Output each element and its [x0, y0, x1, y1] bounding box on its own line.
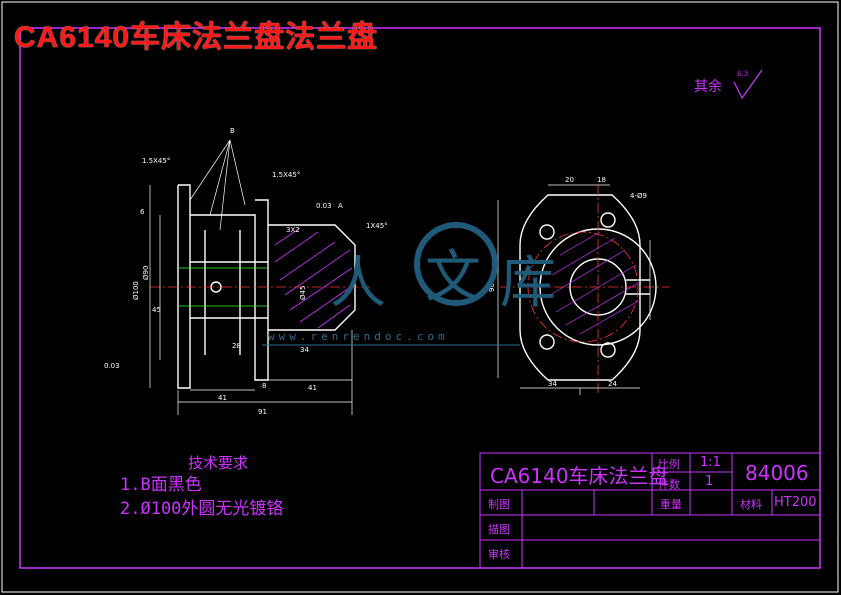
tb-scale-value: 1:1 [700, 455, 721, 470]
dim-8: 8 [262, 382, 266, 390]
dim-phi45: Ø45 [299, 286, 307, 300]
inner-frame [19, 27, 821, 569]
left-section-view [177, 184, 356, 389]
left-dim-lines [149, 139, 353, 415]
dim-label-b: B [230, 127, 235, 135]
dim-34-r: 34 [548, 380, 557, 388]
tb-qty-label: 件数 [658, 478, 680, 491]
right-dim-lines [497, 184, 651, 395]
tech-requirement-1: 1.B面黑色 [120, 475, 202, 495]
watermark-logo [414, 222, 498, 306]
tb-drafter-label: 描图 [488, 523, 510, 536]
dim-chamfer-left: 1.5X45° [142, 157, 170, 165]
dim-6: 6 [140, 208, 145, 216]
dim-91: 91 [258, 408, 267, 416]
dim-41-b: 41 [308, 384, 317, 392]
watermark-char-3: 库 [500, 251, 556, 316]
dim-34: 34 [300, 346, 309, 354]
dim-tol2: 0.03 [104, 362, 120, 370]
tb-checker-label: 审核 [488, 548, 510, 561]
dim-datum-a: A [338, 202, 343, 210]
dim-tol1: 0.03 [316, 202, 332, 210]
dim-chamfer-mid: 1.5X45° [272, 171, 300, 179]
roughness-value: 6.3 [737, 70, 749, 78]
dim-28: 28 [232, 342, 241, 350]
right-hatching [549, 231, 641, 335]
right-centerlines [500, 185, 670, 395]
roughness-note: 其余 [694, 79, 722, 95]
dim-chamfer-right: 1X45° [366, 222, 388, 230]
dim-phi90: Ø90 [142, 266, 150, 280]
dim-90-r: 90 [488, 283, 496, 292]
tech-requirements-heading: 技术要求 [188, 454, 249, 472]
tb-weight-label: 重量 [660, 498, 682, 511]
left-hatching [274, 227, 353, 329]
tb-drawing-number: 84006 [745, 461, 809, 485]
title-block-grid [479, 452, 821, 569]
roughness-symbol [733, 69, 763, 100]
dim-3x2: 3X2 [286, 226, 300, 234]
tb-designer-label: 制图 [488, 498, 510, 511]
tb-scale-label: 比例 [658, 458, 680, 471]
watermark-char-1: 人 [330, 251, 386, 316]
dim-24-r: 24 [608, 380, 617, 388]
tb-part-name: CA6140车床法兰盘 [490, 464, 669, 488]
dim-45: 45 [152, 306, 161, 314]
tech-requirement-2: 2.Ø100外圆无光镀铬 [120, 499, 284, 519]
watermark-char-2: 文 [425, 245, 481, 310]
page-title: CA6140车床法兰盘法兰盘 [14, 21, 379, 54]
tb-material-label: 材料 [740, 498, 762, 511]
tb-material-value: HT200 [774, 495, 817, 510]
dim-phi100: Ø100 [132, 281, 140, 300]
dim-top-18: 18 [597, 176, 606, 184]
dim-41-a: 41 [218, 394, 227, 402]
dim-top-20: 20 [565, 176, 574, 184]
watermark-url: www.renrendoc.com [268, 330, 449, 343]
dim-holes: 4-Ø9 [630, 192, 647, 200]
left-greenlines [178, 267, 268, 307]
tb-qty-value: 1 [705, 474, 714, 489]
